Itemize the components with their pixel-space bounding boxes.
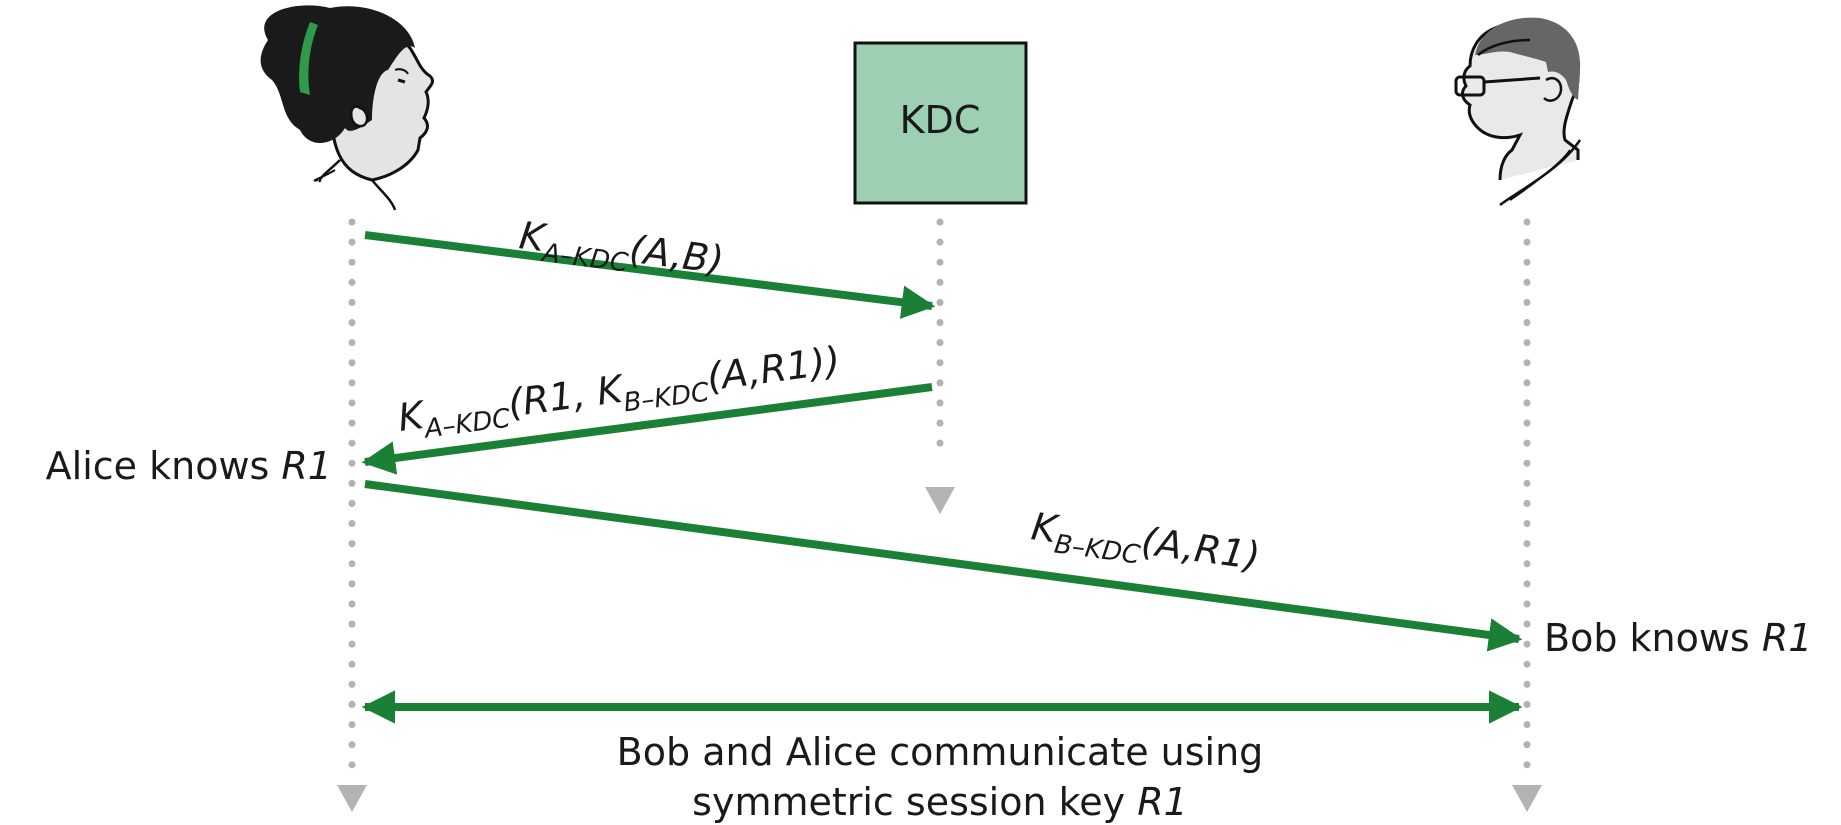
bob-lifeline-end-icon <box>1512 785 1542 812</box>
caption-line-2-key: R1 <box>1137 780 1188 824</box>
kdc-box <box>853 41 1028 205</box>
message-3-key-sub: B–KDC <box>1052 529 1142 570</box>
alice-state-label: Alice knows R1 <box>46 444 332 488</box>
bob-icon <box>1454 17 1582 207</box>
kdc-lifeline-end-icon <box>925 487 955 514</box>
message-1-body: (A,B) <box>627 227 726 282</box>
bob-state-label: Bob knows R1 <box>1544 616 1812 660</box>
caption-line-2-prefix: symmetric session key <box>692 780 1137 824</box>
caption-line-1: Bob and Alice communicate using <box>617 730 1264 774</box>
message-1-label: KA–KDC(A,B) <box>516 213 726 290</box>
alice-state-prefix: Alice knows <box>46 444 282 488</box>
alice-lifeline-end-icon <box>337 785 367 812</box>
message-3-body: (A,R1) <box>1139 519 1263 578</box>
message-3-arrow <box>364 480 1523 652</box>
message-2-inner-key-sub: B–KDC <box>622 377 712 418</box>
message-2-arrow <box>361 383 933 475</box>
message-1-key-sub: A–KDC <box>539 238 631 279</box>
kdc-label: KDC <box>900 98 981 142</box>
message-1-arrow <box>364 231 936 319</box>
bob-state-key: R1 <box>1762 616 1813 660</box>
message-2-key-sub: A–KDC <box>421 404 513 445</box>
alice-state-key: R1 <box>281 444 332 488</box>
caption-line-2: symmetric session key R1 <box>692 780 1188 824</box>
bob-state-prefix: Bob knows <box>1544 616 1762 660</box>
message-2-body-b: (A,R1)) <box>704 338 842 399</box>
message-2-body-a: (R1, <box>505 370 600 425</box>
alice-icon <box>260 5 434 211</box>
